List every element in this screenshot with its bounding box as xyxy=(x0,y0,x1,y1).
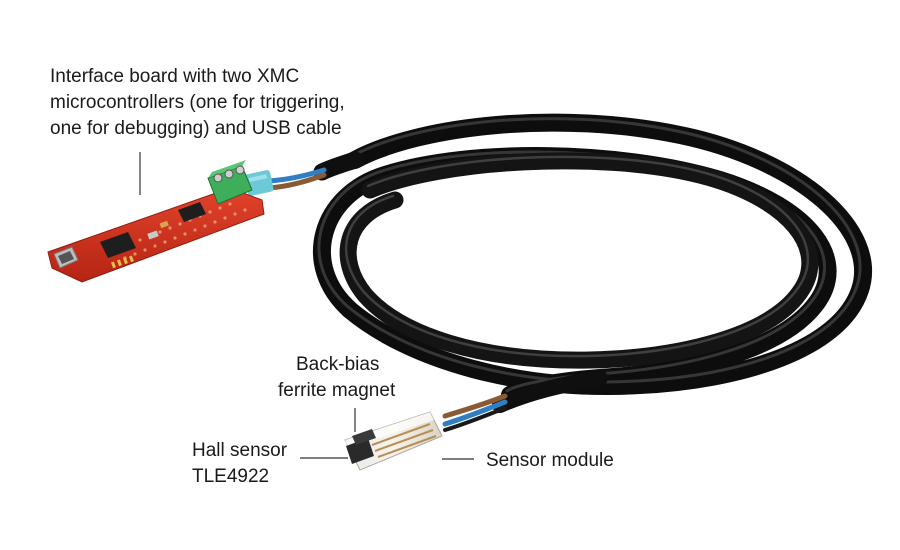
interface-board xyxy=(47,187,265,283)
usb-port xyxy=(53,246,79,269)
sensor-module-label-line-1: Sensor module xyxy=(486,450,614,471)
hall-sensor-chip xyxy=(346,438,374,464)
cable-lead-board xyxy=(313,151,364,181)
cable-tail xyxy=(492,370,608,413)
annotation-lines xyxy=(139,152,474,460)
cable-loop-highlight xyxy=(317,117,862,393)
interface-board-label: Interface board with two XMC microcontro… xyxy=(50,64,345,142)
sensor-module-label: Sensor module xyxy=(486,448,614,474)
board-wires xyxy=(265,167,327,191)
chip-2 xyxy=(178,202,206,222)
ferrite-magnet xyxy=(352,429,376,445)
interface-board-label-line-2: microcontrollers (one for triggering, xyxy=(50,92,345,113)
interface-board-label-line-1: Interface board with two XMC xyxy=(50,66,300,87)
back-bias-label-line-1: Back-bias xyxy=(296,354,380,375)
back-bias-label-line-2: ferrite magnet xyxy=(278,380,396,401)
hall-sensor-label-line-2: TLE4922 xyxy=(192,466,270,487)
terminal-block xyxy=(207,160,253,205)
chip-1 xyxy=(100,232,136,258)
hall-sensor-label-line-1: Hall sensor xyxy=(192,440,288,461)
module-wires xyxy=(442,393,508,432)
interface-board-label-line-3: one for debugging) and USB cable xyxy=(50,118,342,139)
back-bias-label: Back-bias ferrite magnet xyxy=(278,352,418,404)
sensor-module xyxy=(344,411,443,471)
hall-sensor-label: Hall sensor TLE4922 xyxy=(192,438,287,490)
cable xyxy=(313,113,873,413)
